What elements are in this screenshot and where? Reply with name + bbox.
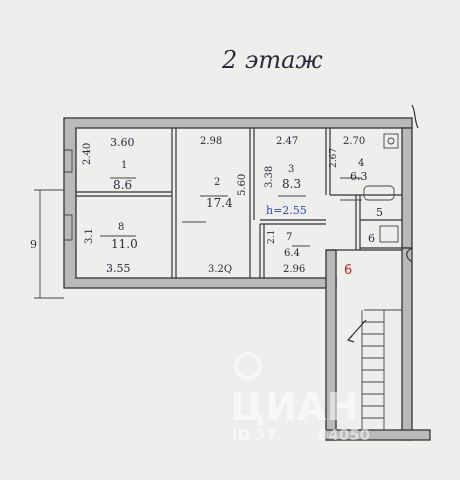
room-7-number: 7 [286,232,292,243]
staircase-icon [346,309,402,430]
room-5-number: 5 [376,206,383,219]
room-2-number: 2 [214,177,220,188]
room-3-height: 3.38 [264,166,275,188]
side-dim-label: 9 [30,238,37,251]
watermark-id: ID 37 04050 [232,426,370,444]
room-4-area: 6.3 [350,170,368,183]
room-2-area: 17.4 [206,196,233,210]
room-1-height: 2.40 [82,143,93,165]
room-2-bottom-dim: 3.2Q [208,264,232,275]
room-7-bottom-dim: 2.96 [283,264,305,275]
room-6-number: 6 [368,232,375,245]
location-pin-icon [234,352,262,380]
room-3-number: 3 [288,164,294,175]
dimension-ticks [100,177,362,247]
room-8-height: 3.1 [84,228,95,244]
left-dimension [34,189,64,299]
toilet-icon [379,225,399,243]
room-7-height: 2.1 [267,230,277,244]
stove-icon [383,133,399,149]
room-2-width: 2.98 [200,136,222,147]
stair-right-wall [401,247,413,441]
break-line-top [411,104,419,129]
room-7-area: 6.4 [284,248,300,259]
cian-watermark: ЦИАН ID 37 04050 [230,352,370,444]
room-4-height: 2.67 [329,148,339,168]
window-left [64,149,73,241]
break-line-right [406,247,413,263]
watermark-brand: ЦИАН [230,385,358,429]
stair-bottom-wall [325,429,431,441]
room-1-number: 1 [121,160,127,171]
room-4-number: 4 [358,158,364,169]
outer-wall [63,117,413,289]
room-4-width: 2.70 [343,136,365,147]
room-3-area: 8.3 [282,177,301,191]
room-8-bottom-dim: 3.55 [106,262,131,275]
room-3-width: 2.47 [276,136,298,147]
room-8-number: 8 [118,222,124,233]
staircase-label: 6 [344,263,352,278]
room-8-area: 11.0 [111,237,138,251]
ceiling-height-note: h=2.55 [266,204,307,217]
bathtub-icon [363,185,395,201]
right-outer-wall [401,127,413,249]
room-2-height: 5.60 [237,174,248,196]
floor-title: 2 этаж [221,46,323,74]
room-1-area: 8.6 [113,178,132,192]
room-1-width: 3.60 [110,136,135,149]
interior-walls [76,128,402,278]
